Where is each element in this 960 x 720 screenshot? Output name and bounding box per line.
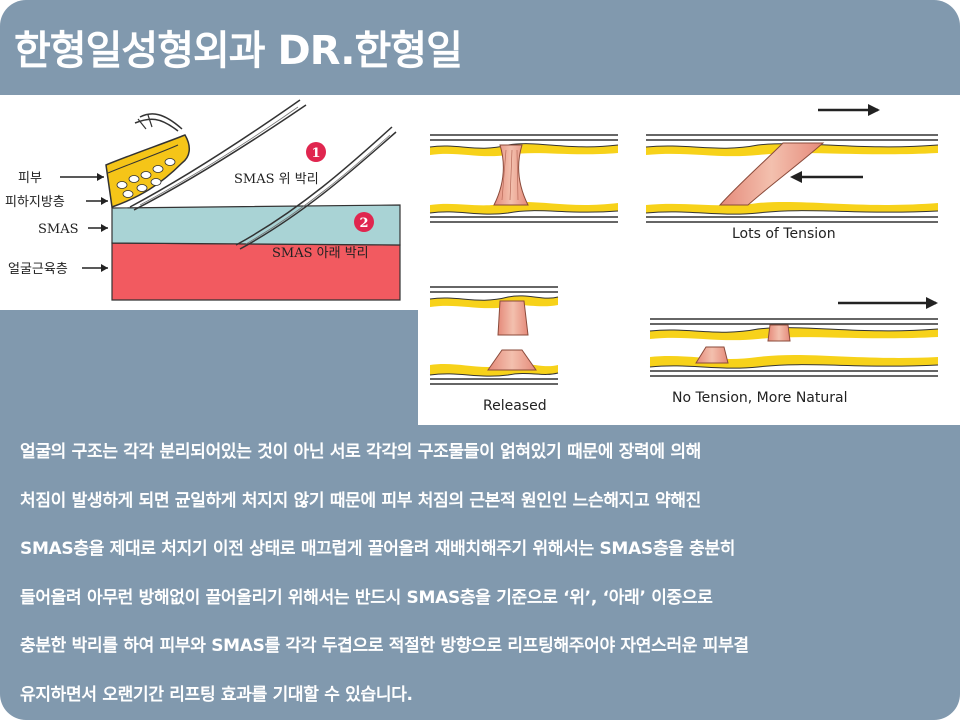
ligament-tension-diagrams: Lots of Tension Released	[418, 95, 960, 425]
panel-released: Released	[429, 286, 559, 414]
skin-label: 피부	[18, 171, 42, 186]
skin-fat-flap	[105, 134, 190, 209]
description-line-4: 들어올려 아무런 방해없이 끌어올리기 위해서는 반드시 SMAS층을 기준으로…	[20, 587, 713, 608]
fat-label: 피하지방층	[5, 195, 65, 210]
smas-label: SMAS	[38, 222, 79, 237]
description-line-1: 얼굴의 구조는 각각 분리되어있는 것이 아닌 서로 각각의 구조물들이 얽혀있…	[20, 442, 702, 462]
step-1-badge	[306, 142, 326, 162]
step-2-number: 2	[359, 216, 368, 231]
muscle-label: 얼굴근육층	[8, 262, 68, 277]
description-line-6: 유지하면서 오랜기간 리프팅 효과를 기대할 수 있습니다.	[20, 684, 413, 705]
description-text: 얼굴의 구조는 각각 분리되어있는 것이 아닌 서로 각각의 구조물들이 얽혀있…	[20, 428, 950, 719]
description-line-3: SMAS층을 제대로 처지기 이전 상태로 매끄럽게 끌어올려 재배치해주기 위…	[20, 539, 736, 559]
panel-lots-of-tension: Lots of Tension	[645, 104, 939, 242]
step-1-label: SMAS 위 박리	[234, 172, 319, 187]
step-2-label: SMAS 아래 박리	[272, 246, 369, 261]
description-line-2: 처짐이 발생하게 되면 균일하게 처지지 않기 때문에 피부 처짐의 근본적 원…	[20, 490, 702, 511]
step-2-badge	[354, 212, 374, 232]
caption-released: Released	[483, 398, 547, 414]
description-line-5: 충분한 박리를 하여 피부와 SMAS를 각각 두겹으로 적절한 방향으로 리프…	[20, 636, 749, 656]
smas-dissection-diagram: 1 2 SMAS 위 박리 SMAS 아래 박리 피부 피하지방층 SMAS 얼…	[0, 95, 418, 310]
panel-normal	[429, 134, 619, 223]
caption-no-tension: No Tension, More Natural	[672, 390, 847, 406]
step-1-number: 1	[311, 146, 320, 161]
caption-lots-of-tension: Lots of Tension	[732, 226, 836, 242]
page-title: 한형일성형외과 DR.한형일	[14, 28, 463, 74]
panel-no-tension: No Tension, More Natural	[649, 297, 939, 406]
